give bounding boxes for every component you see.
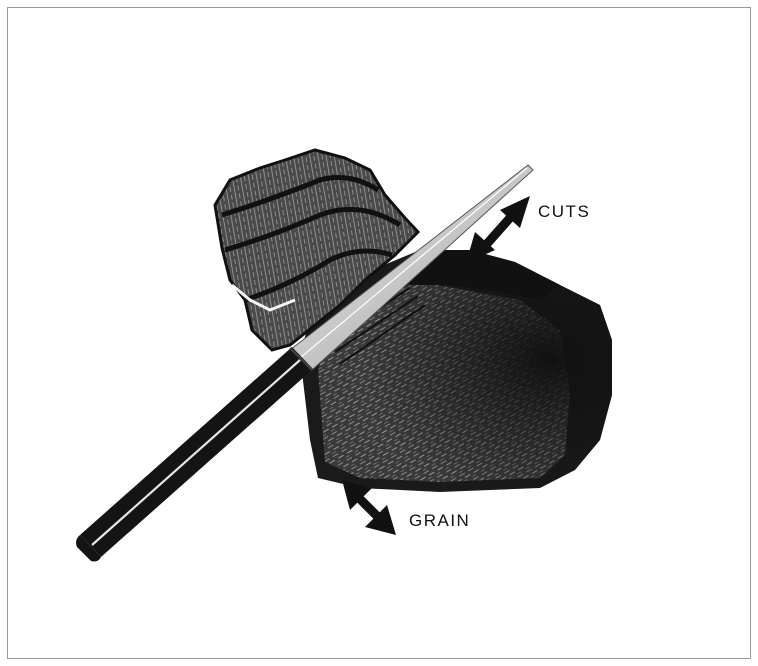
grain-label: GRAIN [409, 511, 470, 531]
cuts-label: CUTS [538, 202, 590, 222]
